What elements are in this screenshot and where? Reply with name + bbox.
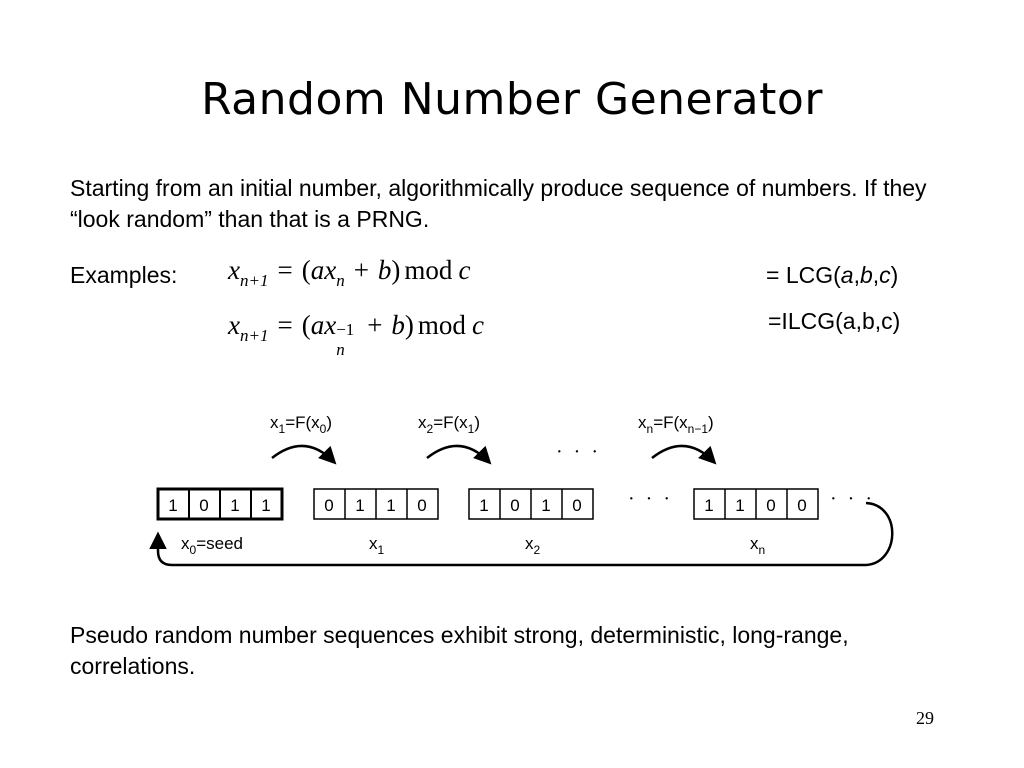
ellipsis-end: · · · [830,488,875,510]
register-x1: 0 1 1 0 [313,488,439,520]
transition-label-n: xn=F(xn−1) [638,413,714,436]
label-x1: x1 [369,534,385,557]
bit-cell: 0 [797,496,806,515]
bit-cell: 1 [479,496,488,515]
slide-title: Random Number Generator [201,74,823,125]
bit-cell: 0 [510,496,519,515]
bit-cell: 0 [417,496,426,515]
examples-label: Examples: [70,262,178,288]
bit-cell: 0 [766,496,775,515]
bit-cell: 0 [324,496,333,515]
ellipsis-middle: · · · [628,488,673,510]
bit-cell: 0 [572,496,581,515]
ilcg-label: =ILCG(a,b,c) [768,308,901,334]
arrow-transition-1 [271,444,337,465]
transition-label-1: x1=F(x0) [270,413,332,436]
lcg-label: = LCG(a,b,c) [766,262,899,288]
ellipsis-top: · · · [556,441,601,463]
bit-cell: 1 [704,496,713,515]
bit-cell: 1 [168,496,177,515]
bit-cell: 1 [541,496,550,515]
feedback-loop-arrow [149,501,894,567]
bit-cell: 1 [355,496,364,515]
page-number: 29 [916,708,934,728]
bit-cell: 1 [261,496,270,515]
register-x0: 1 0 1 1 [156,487,284,521]
bit-cell: 1 [386,496,395,515]
bit-cell: 1 [735,496,744,515]
register-x2: 1 0 1 0 [468,488,594,520]
bit-cell: 1 [230,496,239,515]
arrow-transition-n [651,444,717,465]
bit-cell: 0 [199,496,208,515]
transition-label-2: x2=F(x1) [418,413,480,436]
intro-paragraph: Starting from an initial number, algorit… [70,175,927,232]
arrow-transition-2 [426,444,492,465]
label-xn: xn [750,534,765,557]
conclusion-paragraph: Pseudo random number sequences exhibit s… [70,622,849,679]
register-xn: 1 1 0 0 [693,488,819,520]
label-x2: x2 [525,534,541,557]
label-x0-seed: x0=seed [181,534,243,557]
